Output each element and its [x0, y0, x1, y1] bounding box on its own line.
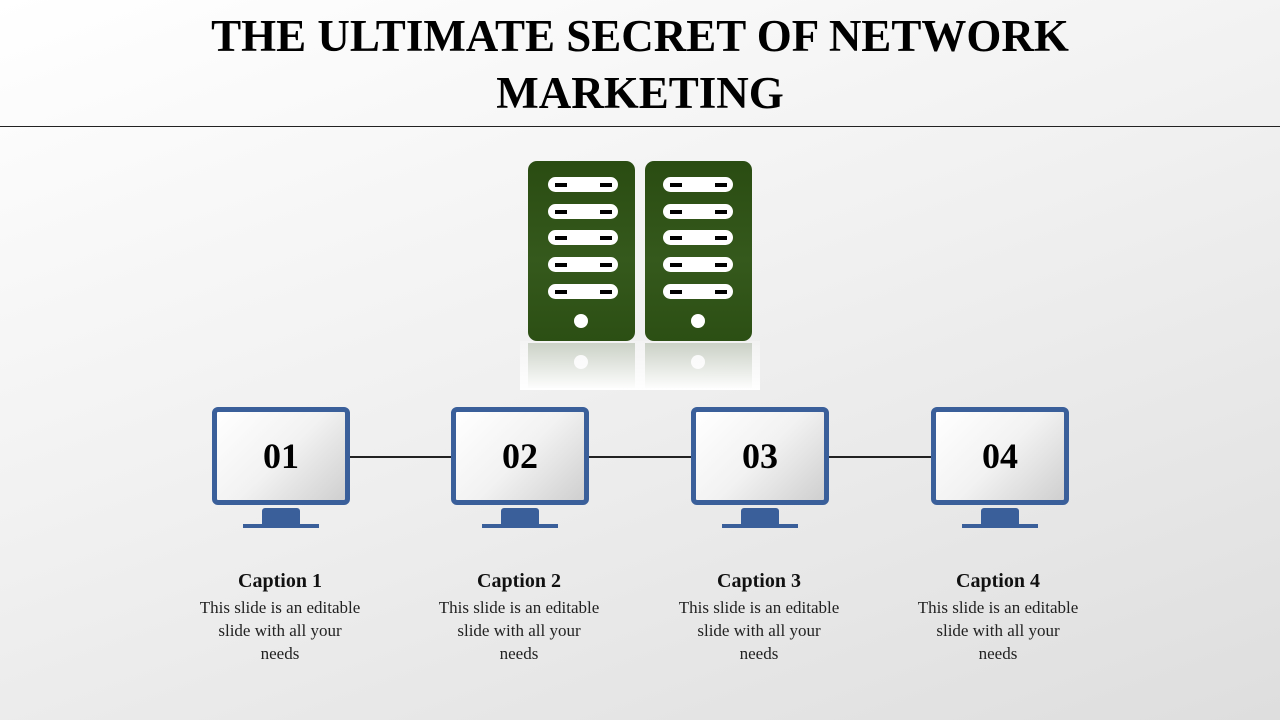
monitor-stand [981, 508, 1019, 524]
step-number: 03 [742, 436, 778, 476]
slide-title-line-1: THE ULTIMATE SECRET OF NETWORK [211, 11, 1069, 61]
monitor-icon: 03 [691, 407, 829, 505]
slide-title: THE ULTIMATE SECRET OF NETWORK MARKETING [0, 8, 1280, 122]
server-rack-icon [520, 161, 760, 390]
caption-text: This slide is an editable slide with all… [438, 598, 600, 663]
monitor-base [482, 524, 558, 528]
caption-text: This slide is an editable slide with all… [917, 598, 1079, 663]
monitor-base [722, 524, 798, 528]
step-monitor-4: 04 [931, 407, 1071, 532]
step-caption-3: Caption 3 This slide is an editable slid… [659, 568, 859, 665]
step-caption-1: Caption 1 This slide is an editable slid… [180, 568, 380, 665]
monitor-icon: 02 [451, 407, 589, 505]
caption-title: Caption 2 [477, 570, 561, 592]
step-number: 02 [502, 436, 538, 476]
connector-line-3 [829, 456, 932, 458]
title-divider [0, 126, 1280, 127]
slide-title-line-2: MARKETING [496, 68, 784, 118]
step-monitor-3: 03 [691, 407, 831, 532]
step-number: 01 [263, 436, 299, 476]
server-unit-right [645, 161, 752, 341]
connector-line-1 [349, 456, 452, 458]
monitor-icon: 01 [212, 407, 350, 505]
step-monitor-2: 02 [451, 407, 591, 532]
caption-text: This slide is an editable slide with all… [199, 598, 361, 663]
connector-line-2 [589, 456, 692, 458]
caption-title: Caption 4 [956, 570, 1040, 592]
monitor-base [243, 524, 319, 528]
monitor-stand [501, 508, 539, 524]
step-number: 04 [982, 436, 1018, 476]
monitor-base [962, 524, 1038, 528]
monitor-stand [741, 508, 779, 524]
caption-text: This slide is an editable slide with all… [678, 598, 840, 663]
server-unit-left [528, 161, 635, 341]
step-caption-4: Caption 4 This slide is an editable slid… [898, 568, 1098, 665]
monitor-stand [262, 508, 300, 524]
step-caption-2: Caption 2 This slide is an editable slid… [419, 568, 619, 665]
monitor-icon: 04 [931, 407, 1069, 505]
caption-title: Caption 3 [717, 570, 801, 592]
step-monitor-1: 01 [212, 407, 352, 532]
caption-title: Caption 1 [238, 570, 322, 592]
